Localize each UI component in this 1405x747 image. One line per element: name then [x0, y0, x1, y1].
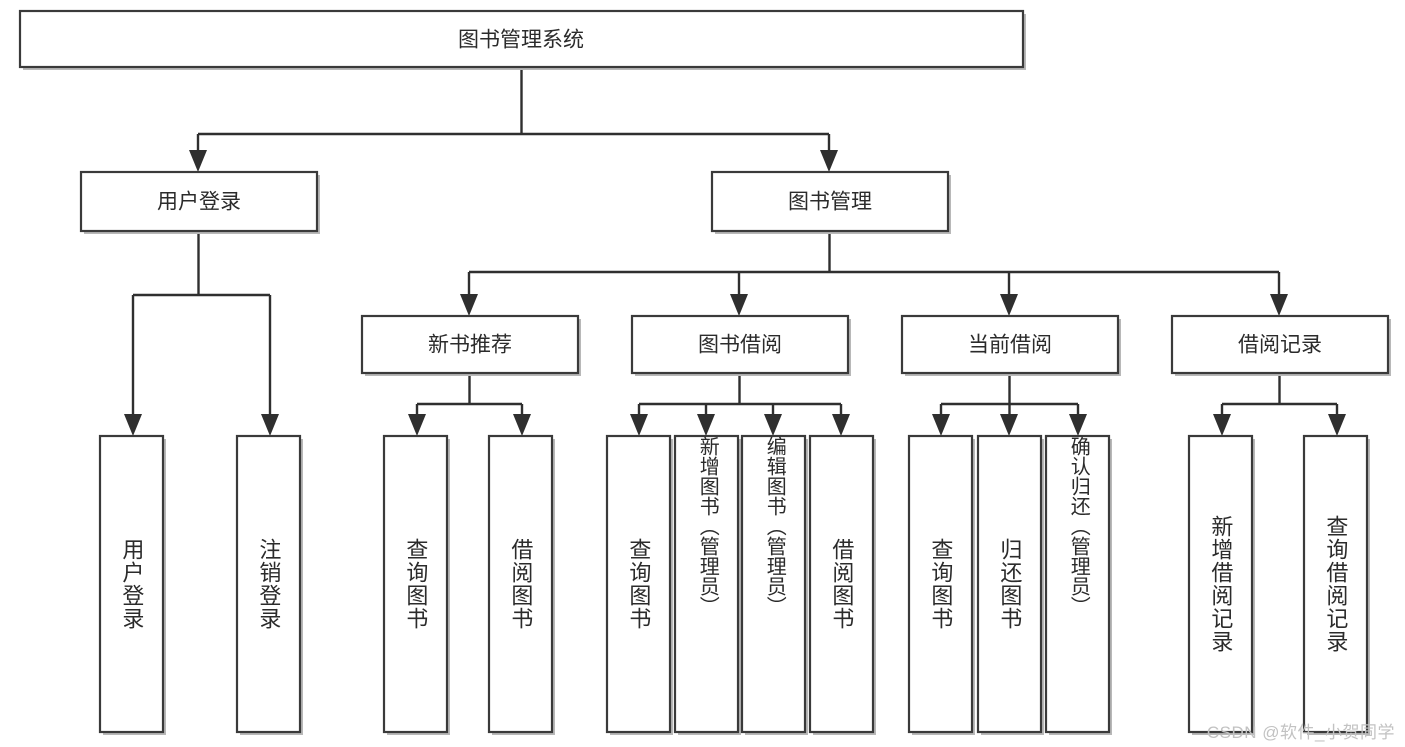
leaf-box-return-book[interactable]: [976, 434, 1043, 734]
connector-group-root-to-level2: [189, 67, 838, 172]
node-new-book-recommend[interactable]: 新书推荐: [360, 314, 581, 376]
arrow-head-icon: [408, 414, 426, 436]
arrow-head-icon: [1000, 414, 1018, 436]
arrow-head-icon: [1270, 294, 1288, 316]
leaf-box-query-book-1[interactable]: [382, 434, 449, 734]
node-user-login-label: 用户登录: [157, 191, 241, 214]
arrow-head-icon: [460, 294, 478, 316]
leaf-box-edit-book-admin[interactable]: [740, 434, 807, 734]
node-book-management-label: 图书管理: [788, 191, 872, 214]
leaf-box-borrow-book-1[interactable]: [487, 434, 554, 734]
connector-group-newbook-to-leaves: [408, 375, 531, 436]
arrow-head-icon: [1000, 294, 1018, 316]
connector-group-currentborrow-to-leaves: [932, 375, 1087, 436]
arrow-head-icon: [189, 150, 207, 172]
arrow-head-icon: [764, 414, 782, 436]
arrow-head-icon: [124, 414, 142, 436]
leaf-box-query-book-3[interactable]: [907, 434, 974, 734]
node-current-borrow[interactable]: 当前借阅: [900, 314, 1121, 376]
connector-group-userlogin-to-leaves: [124, 232, 279, 436]
node-book-management[interactable]: 图书管理: [710, 170, 951, 234]
leaf-box-logout[interactable]: [235, 434, 302, 734]
leaf-box-query-book-2[interactable]: [605, 434, 672, 734]
node-root[interactable]: 图书管理系统: [18, 9, 1026, 70]
arrow-head-icon: [261, 414, 279, 436]
connector-group-borrowrecord-to-leaves: [1213, 375, 1346, 436]
node-root-label: 图书管理系统: [458, 29, 584, 52]
arrow-head-icon: [832, 414, 850, 436]
arrow-head-icon: [820, 150, 838, 172]
arrow-head-icon: [932, 414, 950, 436]
node-current-borrow-label: 当前借阅: [968, 334, 1052, 357]
arrow-head-icon: [1328, 414, 1346, 436]
node-borrow-record-label: 借阅记录: [1238, 334, 1322, 357]
leaf-box-confirm-return-admin[interactable]: [1044, 434, 1111, 734]
connector-group-bookmgmt-to-level3: [460, 232, 1288, 316]
node-book-borrow[interactable]: 图书借阅: [630, 314, 851, 376]
csdn-watermark: CSDN @软件_小贺同学: [1206, 723, 1395, 742]
leaf-box-group: [98, 434, 1370, 735]
node-borrow-record[interactable]: 借阅记录: [1170, 314, 1391, 376]
node-new-book-recommend-label: 新书推荐: [428, 334, 512, 357]
arrow-head-icon: [630, 414, 648, 436]
leaf-box-query-borrow-record[interactable]: [1302, 434, 1369, 734]
leaf-box-add-borrow-record[interactable]: [1187, 434, 1254, 734]
arrow-head-icon: [513, 414, 531, 436]
node-book-borrow-label: 图书借阅: [698, 334, 782, 357]
arrow-head-icon: [1213, 414, 1231, 436]
leaf-box-add-book-admin[interactable]: [673, 434, 740, 734]
node-user-login[interactable]: 用户登录: [79, 170, 320, 234]
arrow-head-icon: [697, 414, 715, 436]
connector-group-bookborrow-to-leaves: [630, 375, 850, 436]
arrow-head-icon: [730, 294, 748, 316]
leaf-box-user-login[interactable]: [98, 434, 165, 734]
leaf-box-borrow-book-2[interactable]: [808, 434, 875, 734]
arrow-head-icon: [1069, 414, 1087, 436]
